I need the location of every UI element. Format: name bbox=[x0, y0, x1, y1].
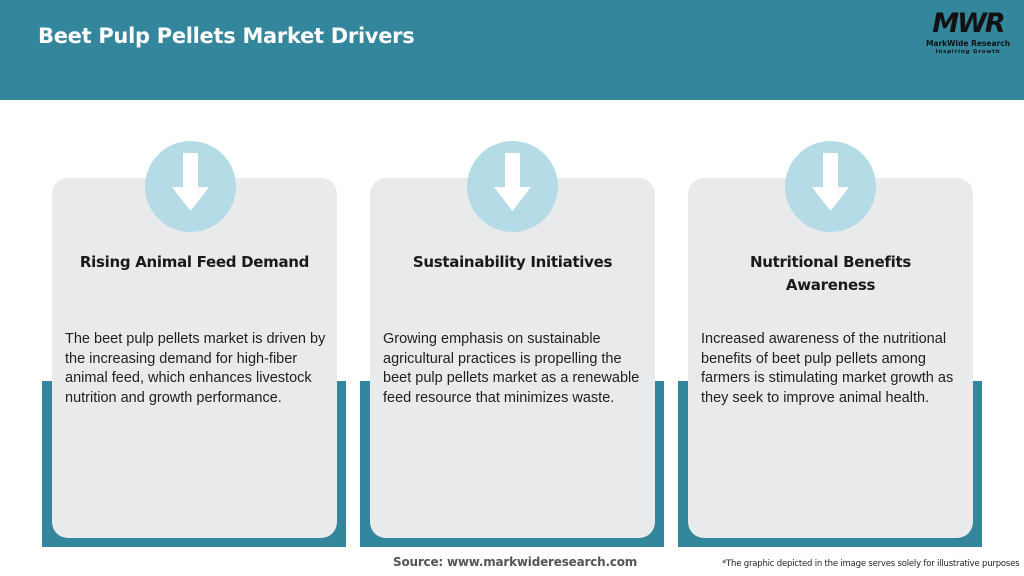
driver-card-nutritional-benefits-awareness: Nutritional Benefits Awareness Increased… bbox=[688, 178, 973, 538]
logo-name: MarkWide Research bbox=[925, 39, 1011, 48]
card-title: Sustainability Initiatives bbox=[412, 253, 613, 271]
arrow-down-icon bbox=[785, 141, 876, 232]
logo-mark: MWR bbox=[932, 8, 1005, 39]
card-body: The beet pulp pellets market is driven b… bbox=[65, 331, 326, 406]
driver-card-rising-animal-feed-demand: Rising Animal Feed Demand The beet pulp … bbox=[52, 178, 337, 538]
card-body: Growing emphasis on sustainable agricult… bbox=[383, 331, 640, 406]
arrow-down-icon bbox=[467, 141, 558, 232]
card-title: Nutritional Benefits Awareness bbox=[750, 253, 911, 294]
page-title: Beet Pulp Pellets Market Drivers bbox=[38, 24, 415, 48]
card-body: Increased awareness of the nutritional b… bbox=[701, 331, 954, 406]
logo-tagline: Inspiring Growth bbox=[935, 49, 1001, 55]
source-citation: Source: www.markwideresearch.com bbox=[393, 555, 638, 569]
disclaimer-note: *The graphic depicted in the image serve… bbox=[722, 559, 1020, 569]
arrow-down-icon bbox=[145, 141, 236, 232]
markwide-logo: MWR MarkWide Research Inspiring Growth bbox=[922, 10, 1014, 60]
card-title: Rising Animal Feed Demand bbox=[79, 253, 310, 271]
driver-card-sustainability-initiatives: Sustainability Initiatives Growing empha… bbox=[370, 178, 655, 538]
header-banner: Beet Pulp Pellets Market Drivers MWR Mar… bbox=[0, 0, 1024, 100]
